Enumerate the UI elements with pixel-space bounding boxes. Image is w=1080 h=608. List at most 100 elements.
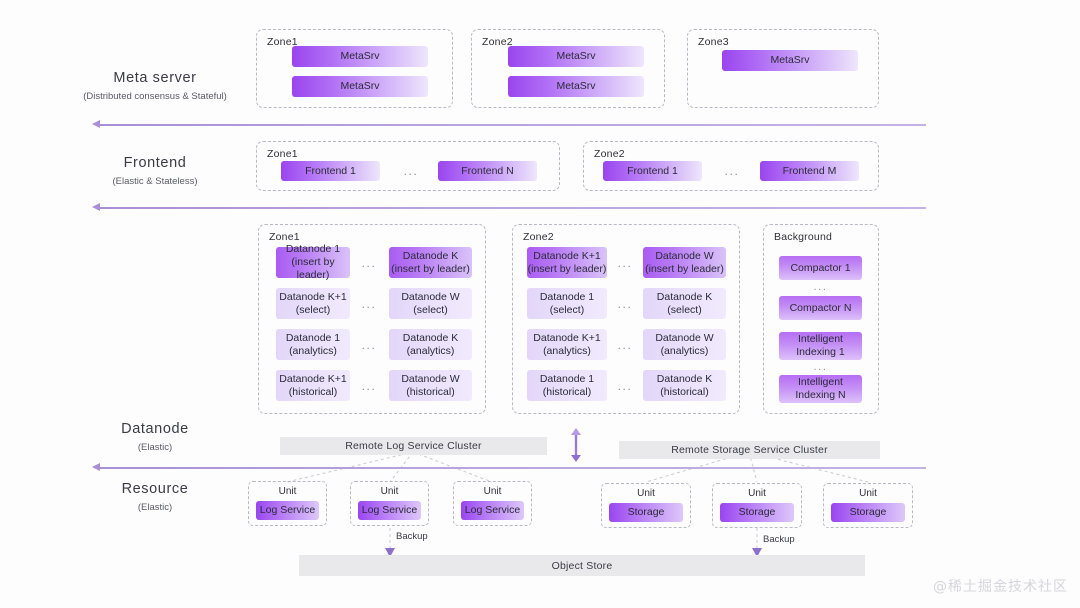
rail-meta-server: Meta server (Distributed consensus & Sta… — [60, 70, 250, 102]
frontend-node-last[interactable]: Frontend M — [760, 161, 859, 181]
rail-frontend: Frontend (Elastic & Stateless) — [60, 155, 250, 187]
bidirectional-arrow-icon — [568, 428, 584, 462]
frontend-node-last[interactable]: Frontend N — [438, 161, 537, 181]
rail-title: Datanode — [121, 421, 189, 437]
frontend-zone1: Zone1 — [256, 141, 560, 191]
watermark: @稀土掘金技术社区 — [933, 579, 1068, 595]
meta-zone3: Zone3 — [687, 29, 879, 108]
datanode-box[interactable]: Datanode K (insert by leader) — [389, 247, 472, 278]
zone-title: Zone1 — [267, 148, 298, 160]
datanode-zone1: Zone1 — [258, 224, 486, 414]
datanode-box[interactable]: Datanode W (select) — [389, 288, 472, 319]
arrow-head-icon — [92, 463, 100, 471]
ellipsis: ... — [617, 379, 633, 393]
storage-box[interactable]: Storage — [609, 503, 683, 522]
metasrv-node[interactable]: MetaSrv — [508, 76, 644, 97]
ellipsis: ... — [617, 338, 633, 352]
resource-unit-log: Unit — [453, 481, 532, 526]
datanode-box[interactable]: Datanode 1 (historical) — [527, 370, 607, 401]
datanode-box[interactable]: Datanode K (analytics) — [389, 329, 472, 360]
unit-label: Unit — [748, 488, 766, 499]
datanode-box[interactable]: Datanode 1 (select) — [527, 288, 607, 319]
arrow-line — [99, 467, 926, 469]
background-task-box[interactable]: Compactor N — [779, 296, 862, 320]
datanode-box[interactable]: Datanode K (select) — [643, 288, 726, 319]
log-service-box[interactable]: Log Service — [461, 501, 524, 520]
zone-title: Zone2 — [482, 36, 513, 48]
unit-label: Unit — [380, 486, 399, 497]
arrow-head-icon — [92, 203, 100, 211]
zone-title: Zone2 — [594, 148, 625, 160]
meta-zone2: Zone2 — [471, 29, 665, 108]
meta-zone1: Zone1 — [256, 29, 453, 108]
datanode-box[interactable]: Datanode 1 (analytics) — [276, 329, 350, 360]
ellipsis: ... — [361, 379, 377, 393]
unit-label: Unit — [637, 488, 655, 499]
object-store-bar[interactable]: Object Store — [299, 555, 865, 576]
ellipsis: ... — [617, 297, 633, 311]
ellipsis: ... — [361, 338, 377, 352]
zone-title: Zone1 — [267, 36, 298, 48]
arrow-line — [99, 124, 926, 126]
divider-arrow-datanode — [92, 463, 926, 472]
remote-storage-service-cluster[interactable]: Remote Storage Service Cluster — [619, 441, 880, 459]
background-task-box[interactable]: Intelligent Indexing N — [779, 375, 862, 403]
arrow-head-icon — [92, 120, 100, 128]
resource-unit-storage: Unit — [601, 483, 691, 528]
zone-title: Zone3 — [698, 36, 729, 48]
datanode-zone2: Zone2 — [512, 224, 740, 414]
resource-unit-storage: Unit — [823, 483, 913, 528]
rail-subtitle: (Elastic & Stateless) — [112, 176, 198, 187]
datanode-background-zone: Background — [763, 224, 879, 414]
metasrv-node[interactable]: MetaSrv — [292, 76, 428, 97]
datanode-box[interactable]: Datanode 1 (insert by leader) — [276, 243, 350, 281]
rail-resource: Resource (Elastic) — [60, 481, 250, 513]
storage-box[interactable]: Storage — [720, 503, 794, 522]
ellipsis: ... — [813, 360, 828, 373]
arrow-line — [99, 207, 926, 209]
datanode-box[interactable]: Datanode W (analytics) — [643, 329, 726, 360]
zone-title: Zone1 — [269, 231, 300, 243]
frontend-node-first[interactable]: Frontend 1 — [603, 161, 702, 181]
ellipsis: ... — [361, 256, 377, 270]
unit-label: Unit — [859, 488, 877, 499]
backup-label-right: Backup — [763, 534, 795, 545]
divider-arrow-meta — [92, 120, 926, 129]
ellipsis: ... — [403, 164, 419, 178]
resource-unit-storage: Unit — [712, 483, 802, 528]
background-task-box[interactable]: Compactor 1 — [779, 256, 862, 280]
datanode-box[interactable]: Datanode K+1 (analytics) — [527, 329, 607, 360]
datanode-box[interactable]: Datanode K (historical) — [643, 370, 726, 401]
rail-title: Meta server — [113, 70, 197, 86]
rail-datanode: Datanode (Elastic) — [60, 421, 250, 453]
unit-label: Unit — [278, 486, 297, 497]
ellipsis: ... — [617, 256, 633, 270]
resource-unit-log: Unit — [248, 481, 327, 526]
ellipsis: ... — [724, 164, 740, 178]
zone-title: Background — [774, 231, 833, 243]
frontend-zone2: Zone2 — [583, 141, 879, 191]
storage-box[interactable]: Storage — [831, 503, 905, 522]
metasrv-node[interactable]: MetaSrv — [292, 46, 428, 67]
ellipsis: ... — [813, 280, 828, 293]
ellipsis: ... — [361, 297, 377, 311]
frontend-node-first[interactable]: Frontend 1 — [281, 161, 380, 181]
datanode-box[interactable]: Datanode K+1 (historical) — [276, 370, 350, 401]
remote-log-service-cluster[interactable]: Remote Log Service Cluster — [280, 437, 547, 455]
log-service-box[interactable]: Log Service — [256, 501, 319, 520]
datanode-box[interactable]: Datanode W (historical) — [389, 370, 472, 401]
datanode-box[interactable]: Datanode W (insert by leader) — [643, 247, 726, 278]
unit-label: Unit — [483, 486, 502, 497]
rail-title: Resource — [121, 481, 189, 497]
log-service-box[interactable]: Log Service — [358, 501, 421, 520]
datanode-box[interactable]: Datanode K+1 (insert by leader) — [527, 247, 607, 278]
backup-label-left: Backup — [396, 531, 428, 542]
datanode-box[interactable]: Datanode K+1 (select) — [276, 288, 350, 319]
metasrv-node[interactable]: MetaSrv — [722, 50, 858, 71]
divider-arrow-frontend — [92, 203, 926, 212]
background-task-box[interactable]: Intelligent Indexing 1 — [779, 332, 862, 360]
rail-subtitle: (Elastic) — [137, 442, 173, 453]
zone-title: Zone2 — [523, 231, 554, 243]
metasrv-node[interactable]: MetaSrv — [508, 46, 644, 67]
resource-unit-log: Unit — [350, 481, 429, 526]
